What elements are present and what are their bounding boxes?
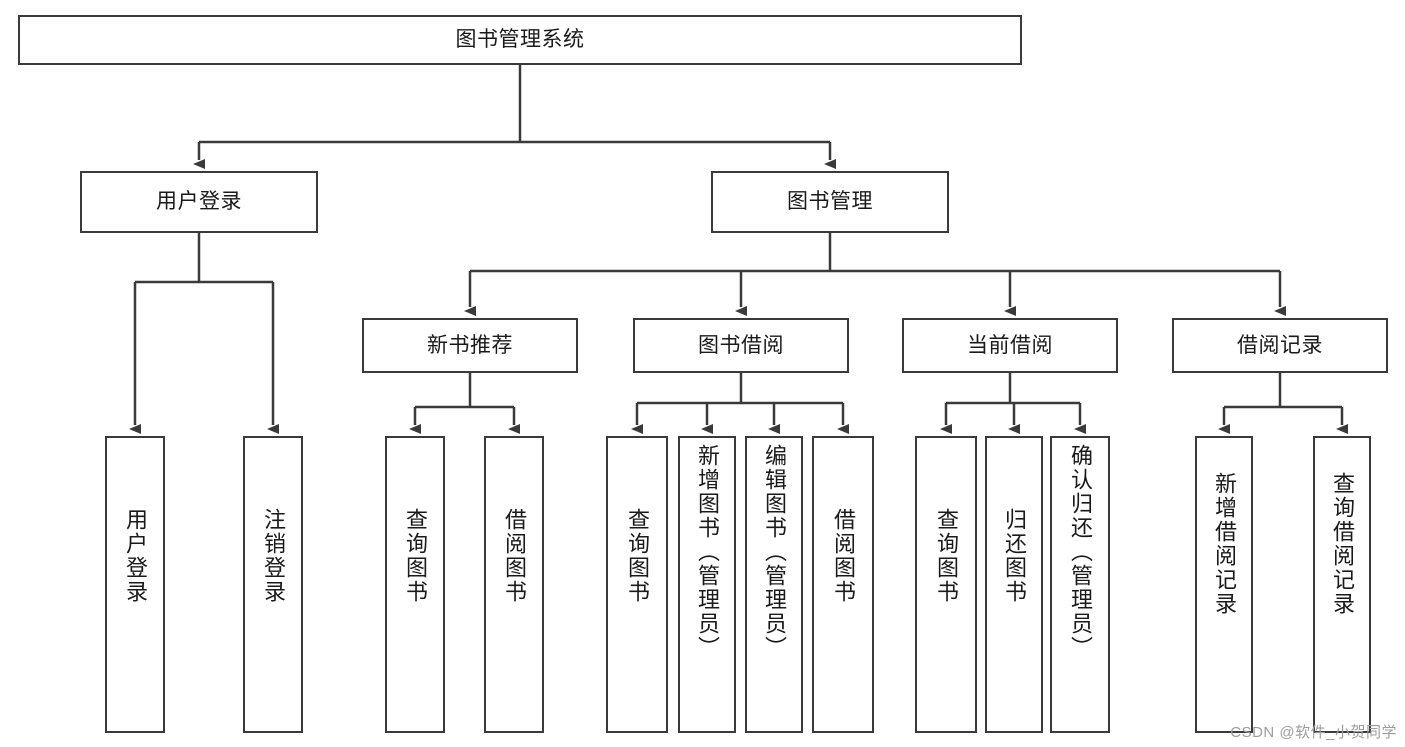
node-root-label: 图书管理系统 [455, 28, 585, 52]
leaf-user-logout[interactable]: 注销登录 [243, 436, 303, 733]
leaf-borrow-book-1[interactable]: 借阅图书 [484, 436, 544, 733]
leaf-edit-book-admin[interactable]: 编辑图书（管理员） [745, 436, 803, 733]
leaf-query-book-2-label: 查询图书 [624, 508, 650, 604]
leaf-add-book-admin-label: 新增图书（管理员） [694, 444, 720, 660]
leaf-user-logout-label: 注销登录 [260, 508, 286, 604]
node-borrow-record-label: 借阅记录 [1237, 333, 1323, 357]
leaf-borrow-book-2-label: 借阅图书 [830, 508, 856, 604]
node-borrow-record[interactable]: 借阅记录 [1172, 318, 1388, 373]
node-book-manage[interactable]: 图书管理 [711, 171, 949, 233]
leaf-user-login-label: 用户登录 [122, 508, 148, 604]
leaf-query-book-3-label: 查询图书 [933, 508, 959, 604]
leaf-query-borrow-record[interactable]: 查询借阅记录 [1313, 436, 1371, 733]
node-current-borrow[interactable]: 当前借阅 [902, 318, 1118, 373]
leaf-add-borrow-record-label: 新增借阅记录 [1211, 472, 1237, 616]
leaf-add-book-admin[interactable]: 新增图书（管理员） [678, 436, 736, 733]
leaf-add-borrow-record[interactable]: 新增借阅记录 [1195, 436, 1253, 733]
leaf-query-book-1-label: 查询图书 [402, 508, 428, 604]
leaf-query-book-1[interactable]: 查询图书 [385, 436, 445, 733]
node-current-borrow-label: 当前借阅 [967, 333, 1053, 357]
watermark: CSDN @软件_小贺同学 [1230, 724, 1397, 741]
leaf-return-book-label: 归还图书 [1001, 508, 1027, 604]
leaf-query-borrow-record-label: 查询借阅记录 [1329, 472, 1355, 616]
node-book-borrow-label: 图书借阅 [698, 333, 784, 357]
leaf-borrow-book-2[interactable]: 借阅图书 [812, 436, 874, 733]
node-book-manage-label: 图书管理 [787, 190, 873, 214]
node-book-borrow[interactable]: 图书借阅 [633, 318, 849, 373]
node-user-login[interactable]: 用户登录 [80, 171, 318, 233]
node-root[interactable]: 图书管理系统 [18, 15, 1022, 65]
leaf-return-book[interactable]: 归还图书 [985, 436, 1043, 733]
node-user-login-label: 用户登录 [156, 190, 242, 214]
leaf-user-login[interactable]: 用户登录 [105, 436, 165, 733]
leaf-borrow-book-1-label: 借阅图书 [501, 508, 527, 604]
leaf-edit-book-admin-label: 编辑图书（管理员） [761, 444, 787, 660]
leaf-query-book-2[interactable]: 查询图书 [606, 436, 668, 733]
leaf-query-book-3[interactable]: 查询图书 [915, 436, 977, 733]
leaf-confirm-return-admin[interactable]: 确认归还（管理员） [1050, 436, 1110, 733]
node-new-book-recommend-label: 新书推荐 [427, 333, 513, 357]
leaf-confirm-return-admin-label: 确认归还（管理员） [1067, 444, 1093, 660]
node-new-book-recommend[interactable]: 新书推荐 [362, 318, 578, 373]
